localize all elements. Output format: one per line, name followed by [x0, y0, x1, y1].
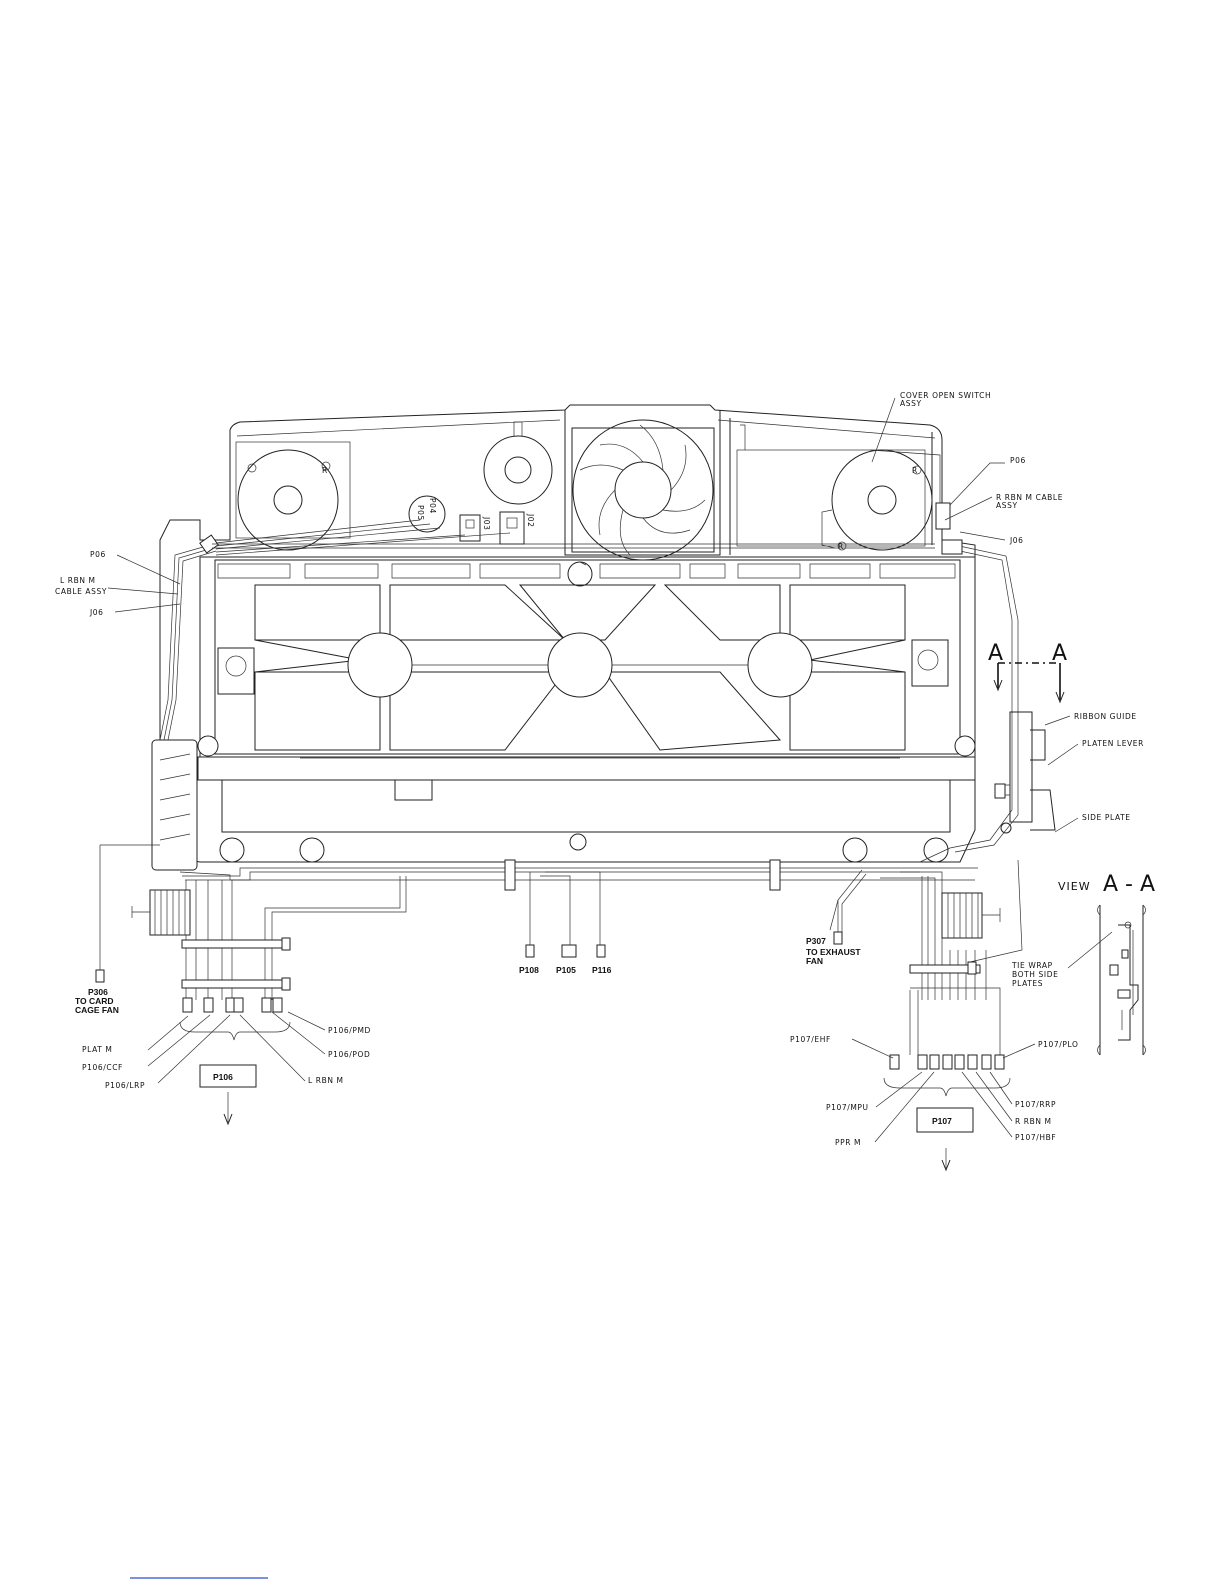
- label-p106-box: P106: [213, 1072, 233, 1082]
- labels: COVER OPEN SWITCH ASSY P06 R RBN M CABLE…: [55, 391, 1155, 1147]
- label-p107-ehf: P107/EHF: [790, 1035, 831, 1044]
- label-p06-left: P06: [90, 550, 106, 559]
- label-j06-left: J06: [89, 608, 104, 617]
- label-tie-wrap-1: TIE WRAP: [1011, 961, 1053, 970]
- label-j06-right: J06: [1009, 536, 1024, 545]
- label-p107-hbf: P107/HBF: [1015, 1133, 1056, 1142]
- label-p06-right: P06: [1010, 456, 1026, 465]
- label-j02: J02: [526, 513, 535, 528]
- printer-housing: [159, 404, 976, 863]
- label-p306-3: CAGE FAN: [75, 1005, 119, 1015]
- label-p105: P105: [556, 965, 576, 975]
- right-harness: [869, 449, 1023, 1055]
- label-p306-2: TO CARD: [75, 996, 114, 1006]
- label-r-rbn-m-cable-1: R RBN M CABLE: [996, 493, 1063, 502]
- label-p106-ccf: P106/CCF: [82, 1063, 123, 1072]
- exhaust-fan: [567, 419, 715, 587]
- label-p307-2: TO EXHAUST: [806, 947, 861, 957]
- mark-r-lower: R: [838, 542, 844, 551]
- label-l-rbn-m-2: CABLE ASSY: [55, 587, 107, 596]
- label-cover-open-switch-1: COVER OPEN SWITCH: [900, 391, 991, 400]
- label-l-rbn-m-1: L RBN M: [60, 576, 96, 585]
- connector-block-j03-j02: [408, 495, 525, 545]
- label-p107-box: P107: [932, 1116, 952, 1126]
- leader-lines: [107, 397, 1113, 1143]
- label-j03: J03: [482, 516, 491, 531]
- p106-box: [199, 1064, 257, 1088]
- left-harness: [99, 519, 978, 1000]
- pulley-gear: [483, 421, 553, 505]
- label-p106-pod: P106/POD: [328, 1050, 370, 1059]
- left-ribbon-motor: [237, 449, 339, 551]
- label-section-a-left: A: [988, 641, 1003, 666]
- connector-row-p106: [179, 997, 291, 1126]
- label-ribbon-guide: RIBBON GUIDE: [1074, 712, 1137, 721]
- label-p307-3: FAN: [806, 956, 823, 966]
- label-r-rbn-m: R RBN M: [1015, 1117, 1052, 1126]
- label-p04: P04: [428, 498, 437, 514]
- label-p106-pmd: P106/PMD: [328, 1026, 371, 1035]
- label-tie-wrap-3: PLATES: [1012, 979, 1043, 988]
- label-view-letters: A - A: [1103, 872, 1155, 897]
- label-ppr-m: PPR M: [835, 1138, 861, 1147]
- view-a-a-inset: [1097, 904, 1146, 1056]
- label-p05: P05: [416, 505, 425, 521]
- label-p107-mpu: P107/MPU: [826, 1103, 869, 1112]
- label-p108: P108: [519, 965, 539, 975]
- label-plat-m: PLAT M: [82, 1045, 112, 1054]
- label-section-a-right: A: [1052, 641, 1067, 666]
- label-p306-1: P306: [88, 987, 108, 997]
- label-p106-lrp: P106/LRP: [105, 1081, 145, 1090]
- label-view-word: VIEW: [1058, 880, 1091, 893]
- label-r-rbn-m-cable-2: ASSY: [996, 501, 1018, 510]
- label-side-plate: SIDE PLATE: [1082, 813, 1131, 822]
- side-plate-mechanism: [994, 711, 1056, 834]
- label-p116: P116: [592, 965, 612, 975]
- right-ribbon-motor: [821, 449, 933, 551]
- label-p107-plo: P107/PLO: [1038, 1040, 1079, 1049]
- lower-plate: [197, 756, 976, 863]
- connector-row-p107: [883, 1054, 1011, 1172]
- label-p107-rrp: P107/RRP: [1015, 1100, 1056, 1109]
- small-connectors: [95, 931, 843, 983]
- main-plate: [197, 556, 976, 758]
- mark-r-right: R: [912, 466, 918, 475]
- middle-branch-cables: [504, 859, 867, 945]
- label-l-rbn-m: L RBN M: [308, 1076, 344, 1085]
- label-cover-open-switch-2: ASSY: [900, 399, 922, 408]
- p107-box: [916, 1107, 974, 1133]
- section-line-a-a: [993, 662, 1065, 704]
- mark-r-left: R: [322, 466, 328, 475]
- label-tie-wrap-2: BOTH SIDE: [1012, 970, 1058, 979]
- label-platen-lever: PLATEN LEVER: [1082, 739, 1144, 748]
- label-p307-1: P307: [806, 936, 826, 946]
